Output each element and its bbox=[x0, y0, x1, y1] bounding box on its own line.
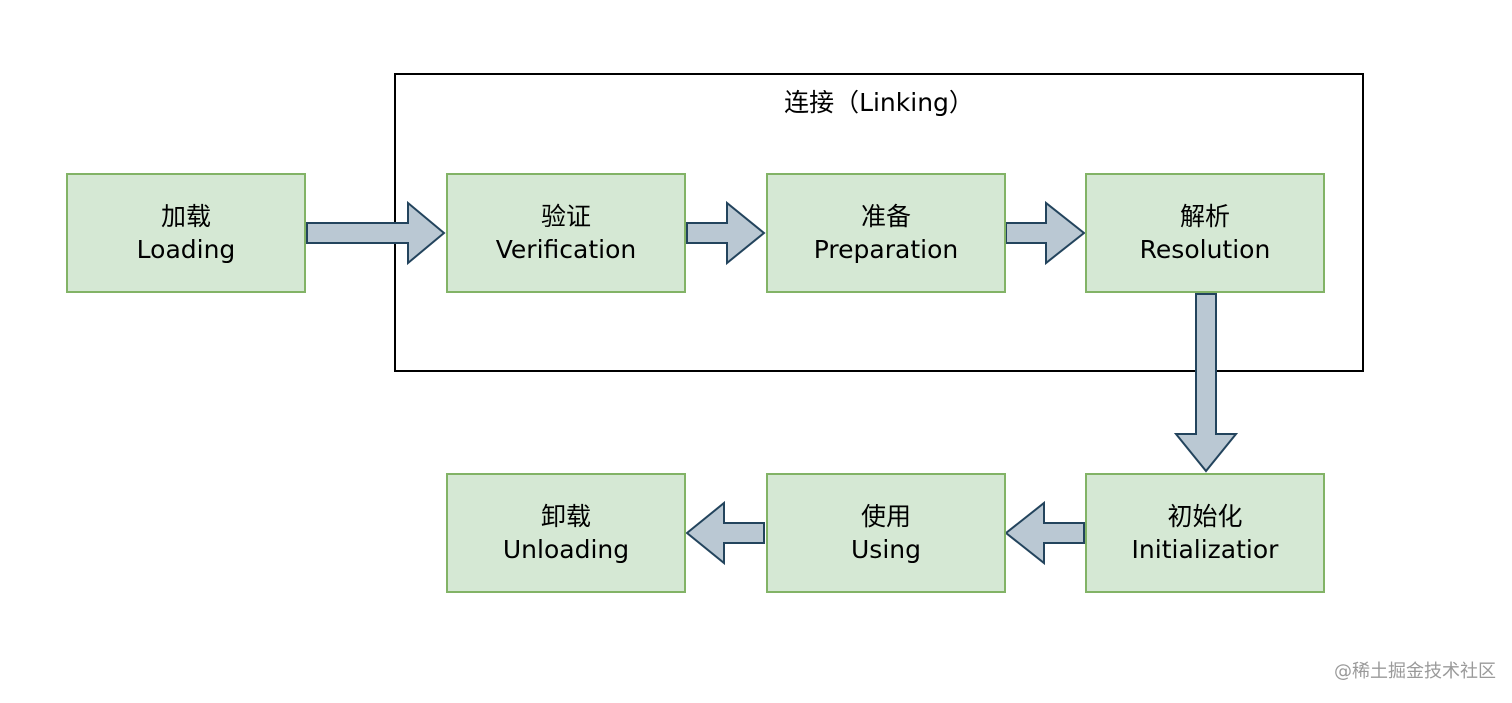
node-preparation-en: Preparation bbox=[813, 235, 959, 264]
node-resolution: 解析 Resolution bbox=[1085, 173, 1325, 293]
node-initialization-cn: 初始化 bbox=[1167, 502, 1243, 531]
node-verification-en: Verification bbox=[495, 235, 637, 264]
node-loading: 加载 Loading bbox=[66, 173, 306, 293]
node-resolution-en: Resolution bbox=[1139, 235, 1271, 264]
arrow-using-to-unloading bbox=[685, 500, 765, 566]
node-initialization: 初始化 Initializatior bbox=[1085, 473, 1325, 593]
node-resolution-cn: 解析 bbox=[1179, 202, 1230, 231]
node-preparation: 准备 Preparation bbox=[766, 173, 1006, 293]
watermark: @稀土掘金技术社区 bbox=[1334, 661, 1496, 682]
node-using-cn: 使用 bbox=[860, 502, 911, 531]
node-loading-en: Loading bbox=[136, 235, 236, 264]
node-unloading: 卸载 Unloading bbox=[446, 473, 686, 593]
node-loading-cn: 加载 bbox=[160, 202, 211, 231]
node-verification-cn: 验证 bbox=[540, 202, 591, 231]
arrow-initialization-to-using bbox=[1004, 500, 1085, 566]
node-using: 使用 Using bbox=[766, 473, 1006, 593]
node-verification: 验证 Verification bbox=[446, 173, 686, 293]
node-using-en: Using bbox=[851, 535, 921, 564]
node-preparation-cn: 准备 bbox=[860, 202, 911, 231]
node-unloading-cn: 卸载 bbox=[540, 502, 591, 531]
node-initialization-en: Initializatior bbox=[1131, 535, 1279, 564]
node-unloading-en: Unloading bbox=[502, 535, 630, 564]
linking-group-title: 连接（Linking） bbox=[784, 88, 974, 117]
